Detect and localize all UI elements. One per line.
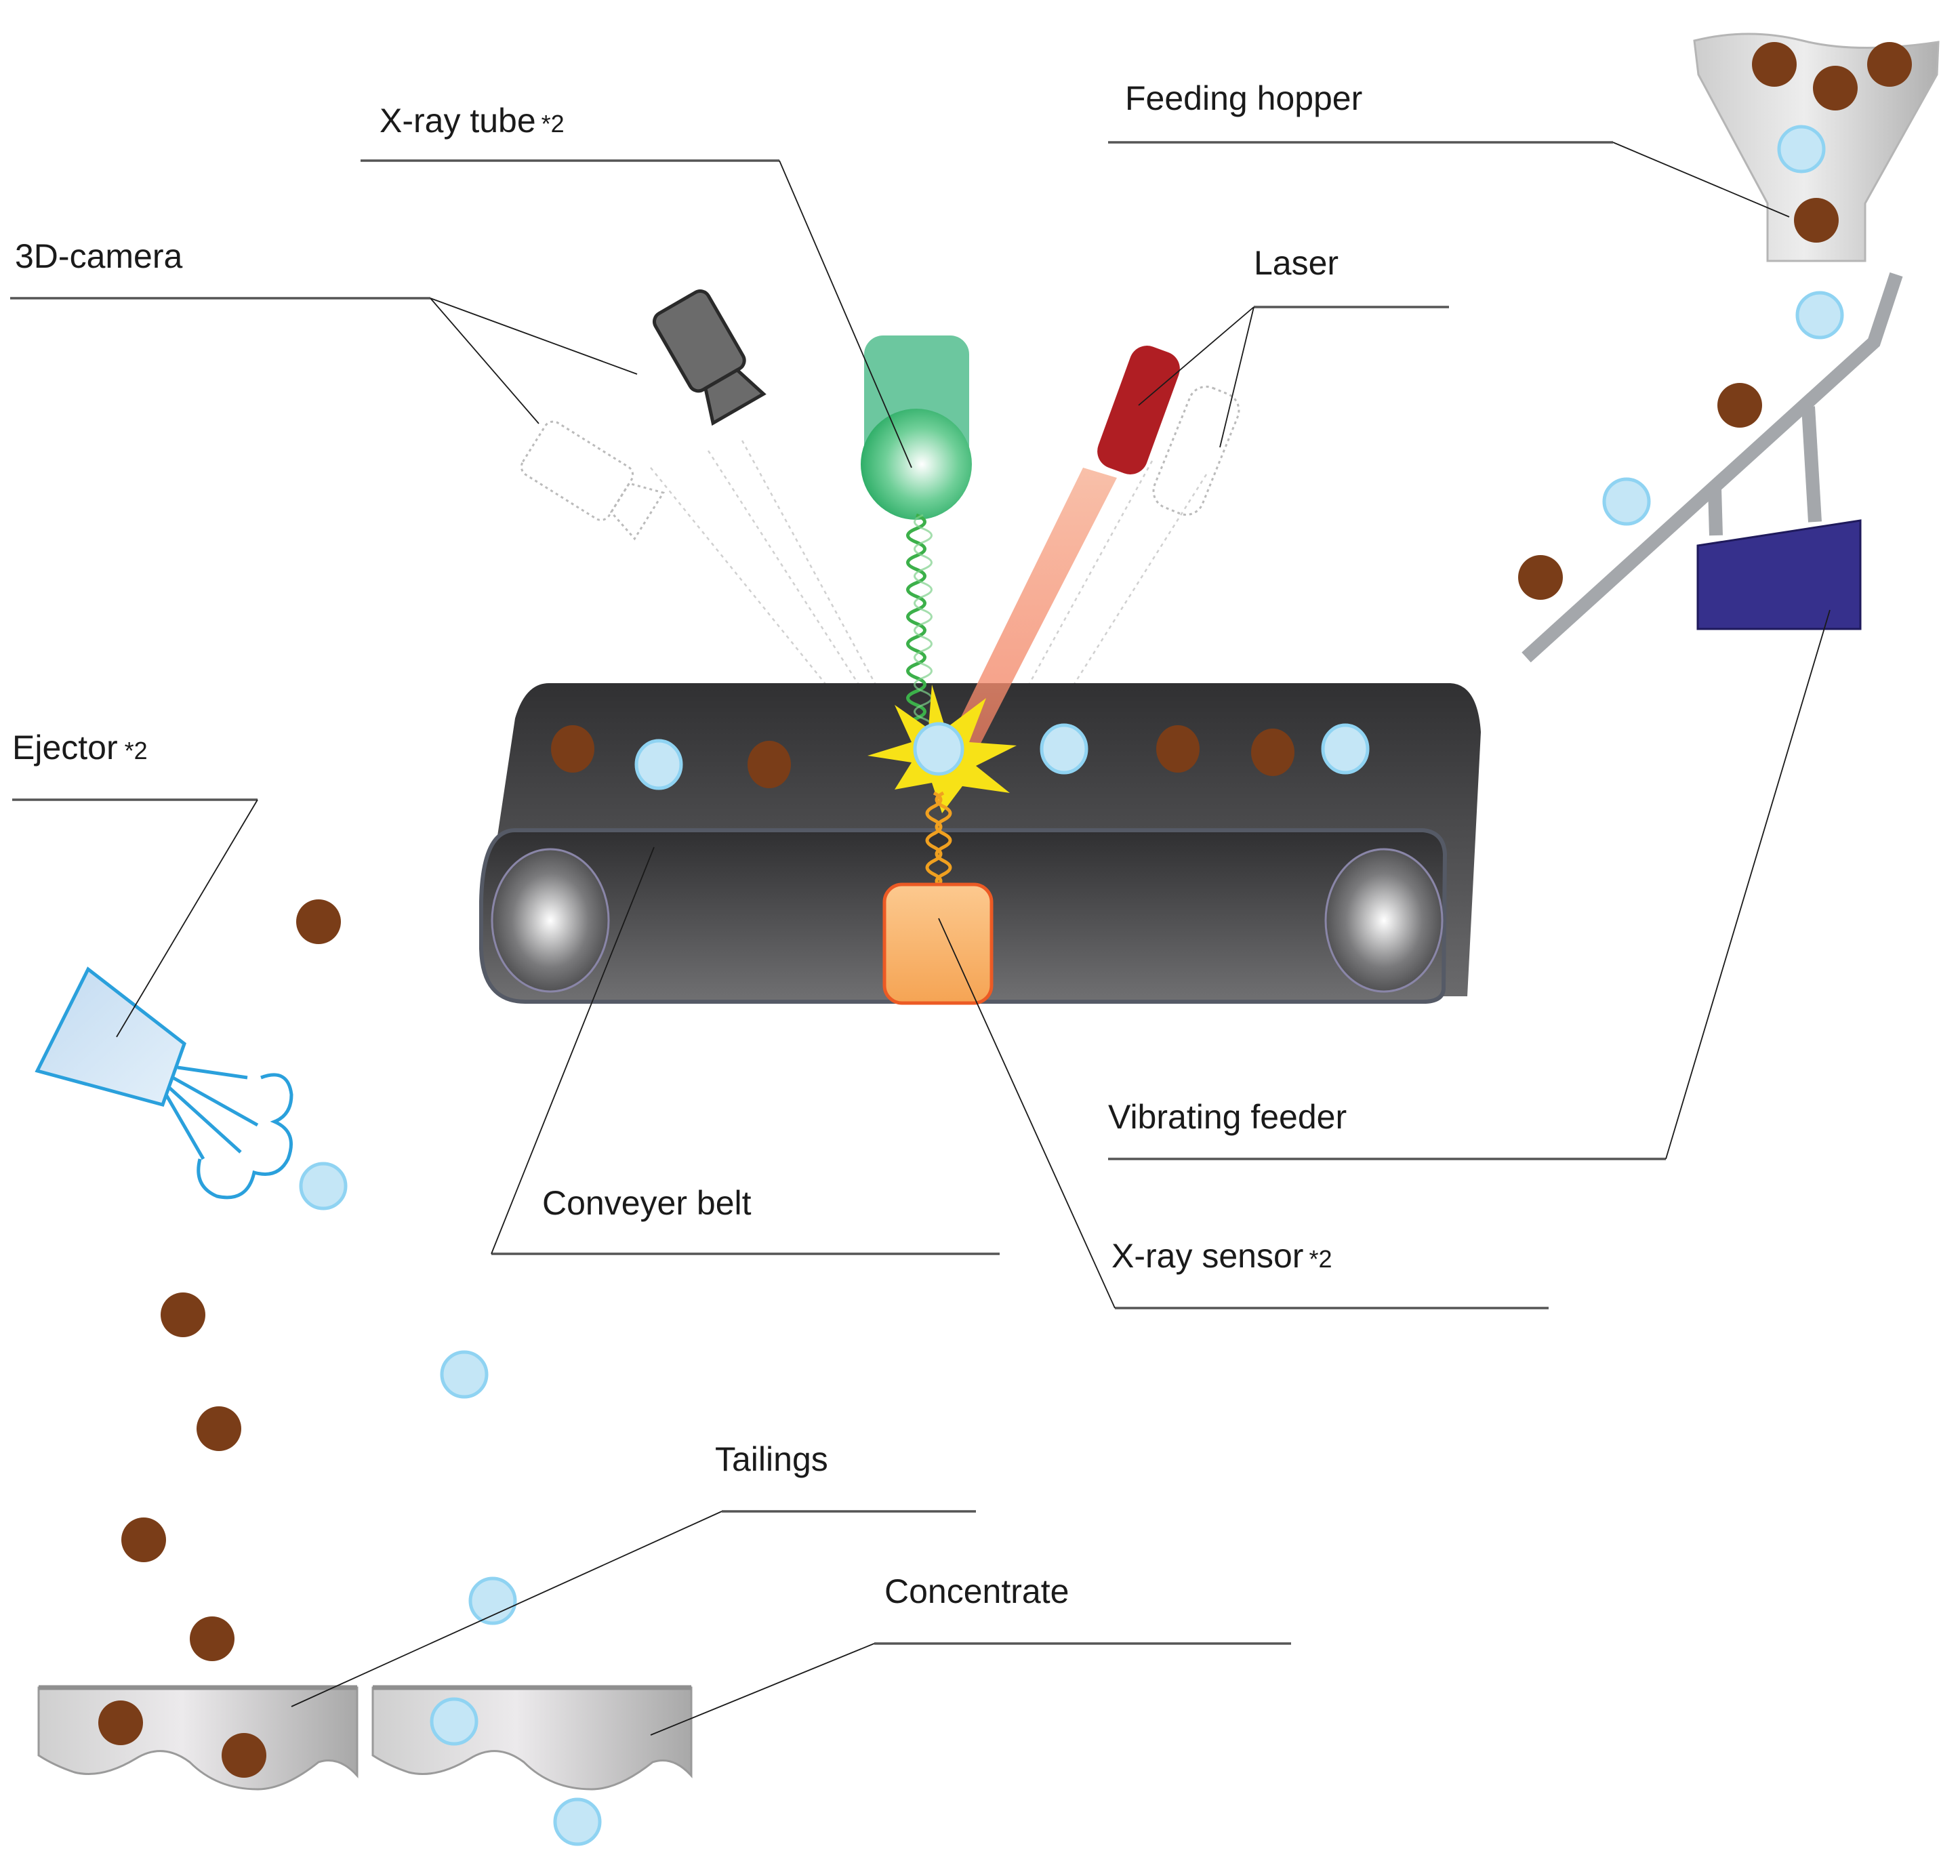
- gangue-particle: [1321, 723, 1370, 775]
- ejector: [35, 966, 293, 1200]
- ore-particle: [161, 1292, 205, 1337]
- ore-particle: [1717, 383, 1762, 428]
- gangue-particle: [468, 1576, 517, 1625]
- label-tailings: Tailings: [291, 1440, 976, 1707]
- vibrating-feeder-motor: [1696, 519, 1862, 630]
- ore-particle: [748, 741, 791, 788]
- ore-particle: [121, 1517, 166, 1562]
- label-feeding-hopper: Feeding hopper: [1108, 79, 1790, 218]
- label-note: *2: [1309, 1245, 1332, 1273]
- svg-text:Tailings: Tailings: [715, 1440, 828, 1478]
- ore-particle: [1867, 42, 1912, 87]
- air-puff: [197, 1073, 293, 1200]
- gangue-particle: [1795, 291, 1844, 340]
- svg-text:X-ray tube*2: X-ray tube*2: [380, 102, 565, 140]
- ore-particle: [1156, 725, 1200, 773]
- label-note: *2: [125, 737, 148, 764]
- gangue-particle: [440, 1350, 489, 1399]
- svg-text:3D-camera: 3D-camera: [15, 237, 182, 275]
- ore-particle: [1251, 729, 1294, 776]
- ore-particle: [1752, 42, 1797, 87]
- svg-text:Conveyer belt: Conveyer belt: [542, 1184, 752, 1222]
- xray-sensor: [882, 882, 994, 1005]
- camera-3d: [520, 289, 767, 541]
- ore-particle: [1794, 198, 1839, 243]
- gangue-particle: [553, 1797, 602, 1846]
- ore-particle: [222, 1733, 266, 1778]
- ore-particle: [197, 1406, 241, 1451]
- gangue-particle: [634, 739, 683, 790]
- label-text: X-ray tube: [380, 102, 536, 140]
- gangue-particle: [913, 722, 964, 776]
- label-concentrate: Concentrate: [650, 1572, 1291, 1736]
- label-conveyer-belt: Conveyer belt: [491, 847, 1000, 1255]
- label-3d-camera: 3D-camera: [10, 237, 638, 424]
- svg-text:Ejector*2: Ejector *2: [12, 729, 148, 767]
- laser: [942, 346, 1240, 766]
- label-ejector: Ejector *2: [12, 729, 258, 1038]
- falling-particles: [121, 899, 602, 1846]
- svg-text:Laser: Laser: [1254, 244, 1339, 282]
- ore-particle: [1518, 555, 1563, 600]
- camera-3d-ghost: [520, 420, 666, 541]
- ore-particle: [551, 725, 594, 773]
- gangue-particle: [1602, 477, 1651, 526]
- laser-beam: [942, 468, 1117, 766]
- roller-right: [1324, 848, 1444, 993]
- svg-text:X-ray sensor*2: X-ray sensor*2: [1111, 1237, 1332, 1275]
- gangue-particle: [299, 1162, 348, 1210]
- vibrating-feeder: [1518, 272, 1903, 663]
- svg-text:Concentrate: Concentrate: [884, 1572, 1069, 1610]
- gangue-particle: [430, 1697, 478, 1746]
- gangue-particle: [1777, 125, 1826, 174]
- label-xray-sensor: X-ray sensor*2: [938, 918, 1549, 1309]
- roller-left: [491, 848, 610, 993]
- concentrate-bin: [371, 1685, 693, 1791]
- ore-particle: [98, 1700, 143, 1745]
- xray-tube: [861, 335, 972, 748]
- label-xray-tube: X-ray tube*2: [361, 102, 912, 468]
- label-text: Ejector: [12, 729, 118, 767]
- laser-ghost: [1152, 386, 1240, 516]
- label-note: *2: [542, 110, 565, 138]
- label-text: X-ray sensor: [1111, 1237, 1303, 1275]
- svg-text:Vibrating feeder: Vibrating feeder: [1108, 1098, 1347, 1136]
- detection-flash: [867, 685, 1017, 903]
- ore-particle: [1813, 66, 1858, 110]
- feeding-hopper: [1693, 33, 1940, 262]
- ore-particle: [190, 1616, 234, 1661]
- label-vibrating-feeder: Vibrating feeder: [1108, 609, 1831, 1160]
- gangue-particle: [1040, 723, 1088, 775]
- svg-text:Feeding hopper: Feeding hopper: [1125, 79, 1362, 117]
- ore-particle: [296, 899, 341, 944]
- label-laser: Laser: [1138, 244, 1449, 448]
- tailings-bin: [37, 1685, 359, 1791]
